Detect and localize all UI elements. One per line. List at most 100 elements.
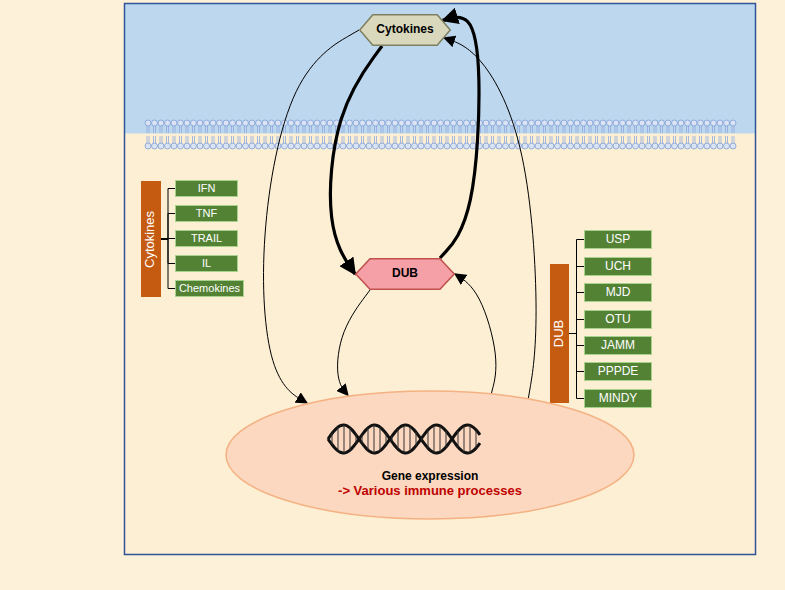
node-label: Cytokines: [376, 23, 433, 37]
category-bar: Cytokines: [141, 181, 161, 297]
lipid-head: [457, 120, 463, 126]
lipid-head: [490, 120, 496, 126]
lipid-head: [366, 143, 372, 149]
lipid-head: [405, 120, 411, 126]
lipid-head: [470, 120, 476, 126]
lipid-head: [373, 120, 379, 126]
dna-strand: [328, 425, 480, 453]
lipid-head: [464, 143, 470, 149]
dna-rung: [476, 430, 477, 448]
lipid-head: [314, 120, 320, 126]
lipid-head: [678, 143, 684, 149]
lipid-head: [444, 120, 450, 126]
lipid-bilayer: [145, 120, 736, 149]
lipid-head: [613, 120, 619, 126]
lipid-head: [178, 120, 184, 126]
category-label: Cytokines: [144, 210, 159, 267]
lipid-head: [308, 120, 314, 126]
lipid-head: [321, 120, 327, 126]
lipid-head: [535, 120, 541, 126]
dna-rung: [422, 438, 423, 441]
lipid-head: [672, 120, 678, 126]
lipid-head: [386, 143, 392, 149]
node-label: TRAIL: [191, 232, 222, 245]
dna-rung: [362, 435, 363, 443]
lipid-head: [230, 143, 236, 149]
bracket-line: [569, 267, 584, 334]
extracellular-space: [125, 4, 756, 134]
lipid-head: [392, 120, 398, 126]
node-label: DUB: [392, 267, 418, 281]
dna-rung: [350, 428, 351, 450]
lipid-head: [730, 143, 736, 149]
nucleus-label: Gene expression: [382, 470, 479, 484]
lipid-head: [392, 143, 398, 149]
lipid-head: [503, 120, 509, 126]
lipid-head: [347, 143, 353, 149]
lipid-head: [594, 120, 600, 126]
dna-rung: [458, 431, 459, 447]
node-label: IL: [202, 257, 211, 270]
lipid-head: [425, 120, 431, 126]
lipid-head: [451, 120, 457, 126]
lipid-head: [431, 120, 437, 126]
lipid-head: [438, 120, 444, 126]
cytokine-hexagon: Cytokines: [359, 14, 451, 46]
lipid-head: [685, 120, 691, 126]
type-box: MJD: [584, 283, 652, 302]
lipid-head: [171, 143, 177, 149]
lipid-head: [548, 120, 554, 126]
lipid-head: [724, 120, 730, 126]
lipid-head: [620, 143, 626, 149]
lipid-head: [490, 143, 496, 149]
lipid-head: [691, 143, 697, 149]
nucleus-ellipse: Gene expression-> Various immune process…: [225, 390, 635, 520]
dna-helix: [326, 418, 482, 460]
dna-rung: [398, 429, 399, 449]
lipid-head: [496, 143, 502, 149]
lipid-head: [633, 143, 639, 149]
lipid-head: [223, 143, 229, 149]
lipid-head: [379, 120, 385, 126]
lipid-head: [295, 120, 301, 126]
lipid-head: [353, 143, 359, 149]
lipid-head: [256, 120, 262, 126]
lipid-head: [197, 143, 203, 149]
lipid-head: [464, 120, 470, 126]
node-label: UCH: [605, 260, 631, 274]
dna-rung: [392, 436, 393, 442]
dna-rung: [356, 435, 357, 443]
dna-rung: [446, 431, 447, 447]
lipid-head: [165, 120, 171, 126]
lipid-head: [711, 120, 717, 126]
lipid-head: [509, 143, 515, 149]
type-box: MINDY: [584, 389, 652, 408]
lipid-head: [418, 120, 424, 126]
dna-rung: [404, 425, 405, 453]
lipid-head: [158, 120, 164, 126]
ellipse-outline: [225, 390, 635, 520]
node-label: Chemokines: [179, 282, 240, 295]
lipid-head: [574, 143, 580, 149]
lipid-head: [522, 120, 528, 126]
lipid-head: [457, 143, 463, 149]
lipid-head: [600, 143, 606, 149]
lipid-head: [152, 143, 158, 149]
lipid-head: [542, 143, 548, 149]
type-box: PPPDE: [584, 362, 652, 381]
lipid-head: [561, 143, 567, 149]
dna-rung: [416, 432, 417, 446]
type-box: UCH: [584, 257, 652, 276]
lipid-head: [431, 143, 437, 149]
lipid-head: [327, 143, 333, 149]
lipid-head: [496, 120, 502, 126]
lipid-head: [678, 120, 684, 126]
lipid-head: [230, 120, 236, 126]
lipid-head: [405, 143, 411, 149]
lipid-head: [275, 120, 281, 126]
dna-rung: [428, 430, 429, 448]
lipid-head: [347, 120, 353, 126]
lipid-head: [301, 143, 307, 149]
lipid-head: [269, 143, 275, 149]
